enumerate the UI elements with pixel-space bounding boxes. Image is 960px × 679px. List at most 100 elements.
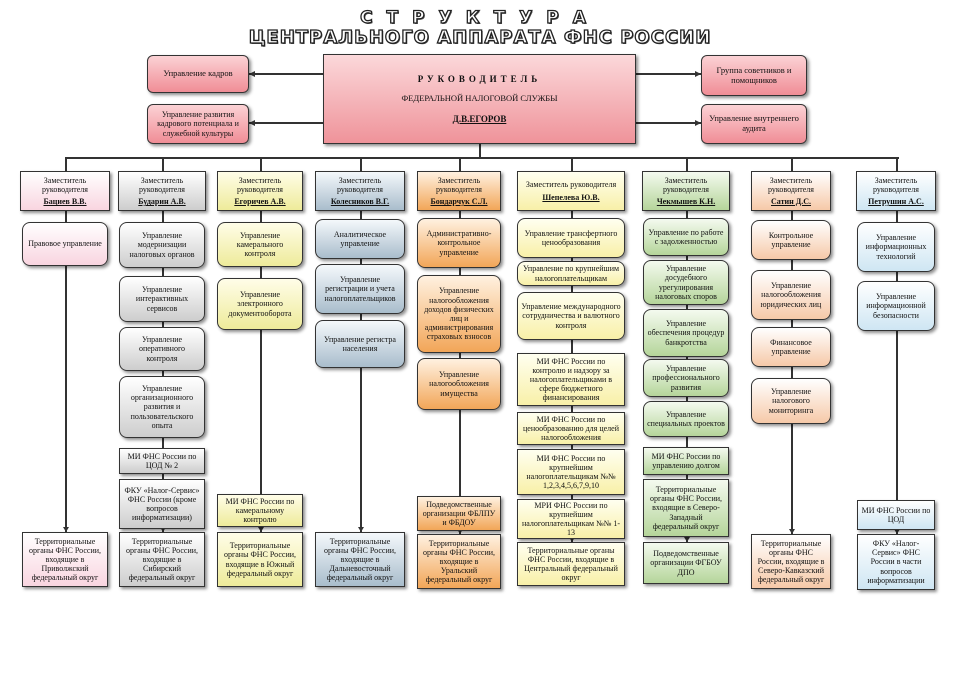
unit-2-1[interactable]: Управление электронного документооборота [217, 278, 303, 330]
territorial-1-label: Территориальные органы ФНС России, входя… [125, 536, 199, 583]
unit-4-0[interactable]: Административно-контрольное управление [417, 218, 501, 268]
office-6-1[interactable]: Территориальные органы ФНС России, входя… [643, 479, 729, 537]
unit-4-2[interactable]: Управление налогообложения имущества [417, 358, 501, 410]
deputy-title: Заместитель руководителя [436, 175, 482, 194]
unit-0-0-label: Правовое управление [28, 239, 102, 249]
unit-2-0[interactable]: Управление камерального контроля [217, 222, 303, 267]
unit-personnel[interactable]: Управление кадров [147, 55, 249, 93]
unit-1-2-label: Управление оперативного контроля [138, 335, 186, 363]
deputy-connector-8 [896, 157, 898, 171]
office-5-2[interactable]: МИ ФНС России по крупнейшим налогоплател… [517, 449, 625, 495]
unit-5-1[interactable]: Управление по крупнейшим налогоплательщи… [517, 261, 625, 286]
column-arrow-6 [683, 537, 690, 542]
unit-6-4-label: Управление специальных проектов [647, 409, 725, 428]
unit-7-2[interactable]: Финансовое управление [751, 327, 831, 367]
territorial-2[interactable]: Территориальные органы ФНС России, входя… [217, 532, 303, 587]
advisers-arrow [695, 71, 701, 77]
deputy-title: Заместитель руководителя [873, 175, 919, 194]
unit-1-3[interactable]: Управление организационного развития и п… [119, 376, 205, 438]
deputy-connector-2 [260, 157, 262, 171]
unit-4-2-label: Управление налогообложения имущества [429, 370, 489, 398]
territorial-0[interactable]: Территориальные органы ФНС России, входя… [22, 532, 108, 587]
territorial-0-label: Территориальные органы ФНС России, входя… [28, 536, 102, 583]
unit-advisers-label: Группа советников и помощников [716, 64, 792, 85]
column-spine-8 [896, 211, 898, 534]
unit-advisers[interactable]: Группа советников и помощников [701, 55, 807, 96]
unit-6-0[interactable]: Управление по работе с задолженностью [643, 218, 729, 256]
territorial-3[interactable]: Территориальные органы ФНС России, входя… [315, 532, 405, 587]
unit-7-0-label: Контрольное управление [768, 230, 814, 249]
deputy-title: Заместитель руководителя [663, 175, 709, 194]
unit-personnel-development[interactable]: Управление развития кадрового потенциала… [147, 104, 249, 144]
unit-7-1-label: Управление налогообложения юридических л… [760, 281, 822, 309]
column-arrow-2 [257, 527, 264, 532]
territorial-8[interactable]: ФКУ «Налог-Сервис» ФНС России в части во… [857, 534, 935, 590]
office-5-3[interactable]: МРИ ФНС России по крупнейшим налогоплате… [517, 499, 625, 539]
deputy-connector-4 [459, 157, 461, 171]
chart-title-structure: СТРУКТУРА [359, 7, 600, 28]
unit-1-2[interactable]: Управление оперативного контроля [119, 327, 205, 371]
office-4-0[interactable]: Подведомственные организации ФБЛПУ и ФБД… [417, 496, 501, 531]
unit-4-1[interactable]: Управление налогообложения доходов физич… [417, 275, 501, 353]
unit-6-3[interactable]: Управление профессионального развития [643, 359, 729, 397]
unit-3-2[interactable]: Управление регистра населения [315, 320, 405, 368]
unit-internal-audit[interactable]: Управление внутреннего аудита [701, 104, 807, 144]
territorial-1[interactable]: Территориальные органы ФНС России, входя… [119, 532, 205, 587]
unit-7-1[interactable]: Управление налогообложения юридических л… [751, 270, 831, 320]
column-spine-7 [791, 211, 793, 534]
unit-7-3[interactable]: Управление налогового мониторинга [751, 378, 831, 424]
unit-0-0[interactable]: Правовое управление [22, 222, 108, 266]
unit-6-4[interactable]: Управление специальных проектов [643, 401, 729, 437]
deputy-name: Бударин А.В. [138, 197, 186, 207]
deputy-connector-5 [571, 157, 573, 171]
territorial-6[interactable]: Подведомственные организации ФГБОУ ДПО [643, 542, 729, 584]
deputy-title: Заместитель руководителя [237, 175, 283, 194]
head-down-line [479, 144, 481, 158]
head-to-development-line [249, 122, 323, 124]
deputy-title: Заместитель руководителя [42, 175, 88, 194]
office-1-0[interactable]: МИ ФНС России по ЦОД № 2 [119, 448, 205, 474]
office-2-0[interactable]: МИ ФНС России по камеральному контролю [217, 494, 303, 527]
unit-1-0[interactable]: Управление модернизации налоговых органо… [119, 222, 205, 268]
unit-5-0[interactable]: Управление трансфертного ценообразования [517, 218, 625, 258]
personnel-arrow [249, 71, 255, 77]
development-arrow [249, 120, 255, 126]
column-arrow-8 [893, 529, 900, 534]
unit-6-1[interactable]: Управление досудебного урегулирования на… [643, 260, 729, 305]
unit-8-0[interactable]: Управление информационных технологий [857, 222, 935, 272]
office-5-0[interactable]: МИ ФНС России по контролю и надзору за н… [517, 353, 625, 406]
chart-title-central-apparatus: ЦЕНТРАЛЬНОГО АППАРАТА ФНС РОССИИ [248, 26, 712, 48]
unit-6-2[interactable]: Управление обеспечения процедур банкротс… [643, 309, 729, 357]
unit-8-1[interactable]: Управление информационной безопасности [857, 281, 935, 331]
head-name: Д.В.ЕГОРОВ [452, 113, 507, 124]
territorial-7[interactable]: Территориальные органы ФНС России, входя… [751, 534, 831, 589]
office-6-0[interactable]: МИ ФНС России по управлению долгом [643, 447, 729, 475]
unit-3-1[interactable]: Управление регистрации и учета налогопла… [315, 264, 405, 314]
office-8-0[interactable]: МИ ФНС России по ЦОД [857, 500, 935, 530]
office-1-1[interactable]: ФКУ «Налог-Сервис» ФНС России (кроме воп… [119, 479, 205, 529]
unit-3-0-label: Аналитическое управление [333, 229, 387, 248]
territorial-5[interactable]: Территориальные органы ФНС России, входя… [517, 542, 625, 586]
head-box[interactable]: РУКОВОДИТЕЛЬ ФЕДЕРАЛЬНОЙ НАЛОГОВОЙ СЛУЖБ… [323, 54, 636, 144]
unit-1-1[interactable]: Управление интерактивных сервисов [119, 276, 205, 322]
office-5-1[interactable]: МИ ФНС России по ценообразованию для цел… [517, 412, 625, 445]
unit-4-0-label: Административно-контрольное управление [426, 229, 492, 257]
unit-5-2-label: Управление международного сотрудничества… [521, 302, 621, 330]
deputy-connector-6 [686, 157, 688, 171]
office-6-1-label: Территориальные органы ФНС России, входя… [649, 485, 723, 531]
unit-3-0[interactable]: Аналитическое управление [315, 219, 405, 259]
territorial-4[interactable]: Территориальные органы ФНС России, входя… [417, 534, 501, 589]
unit-5-2[interactable]: Управление международного сотрудничества… [517, 292, 625, 340]
column-arrow-5 [568, 537, 575, 542]
deputy-name: Петрушин А.С. [868, 197, 924, 207]
unit-7-0[interactable]: Контрольное управление [751, 220, 831, 260]
